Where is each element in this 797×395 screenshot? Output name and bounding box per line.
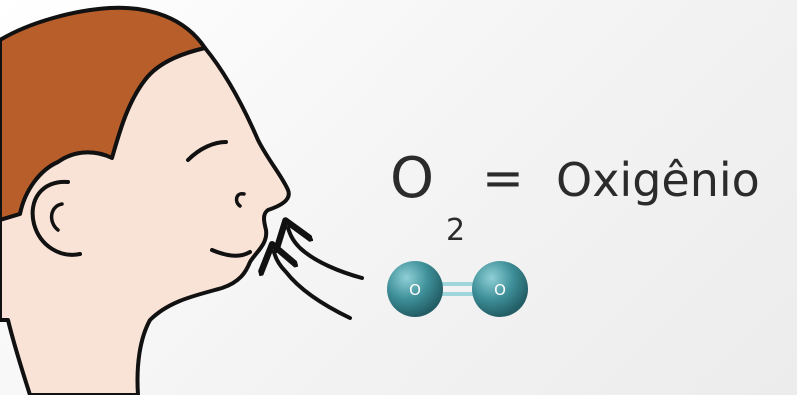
oxygen-atom-right [472,261,528,317]
oxygen-atom-left-label: O [409,281,421,299]
eye [186,140,228,162]
oxygen-atom-right-label: O [494,281,506,299]
formula: O 2 = Oxigênio [390,146,760,248]
inhale-arrows [274,228,364,320]
person-illustration [0,5,291,395]
nostril [234,192,246,208]
mouth [210,248,252,258]
subscript: 2 [446,213,465,248]
ear [30,179,82,257]
face [0,46,291,395]
ear-inner [49,202,64,232]
arrow-upper [288,228,364,280]
element-symbol: O [390,146,434,211]
equals-sign: = [482,149,524,207]
element-name: Oxigênio [556,153,760,207]
o2-molecule: O O [387,261,528,317]
oxygen-atom-left [387,261,443,317]
arrow-lower [274,252,352,320]
